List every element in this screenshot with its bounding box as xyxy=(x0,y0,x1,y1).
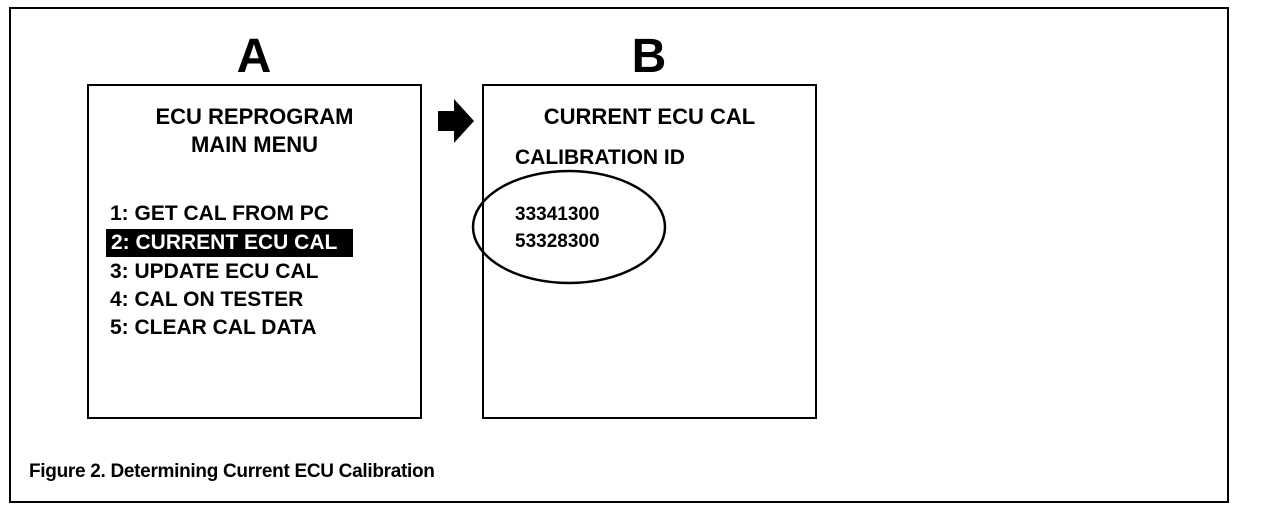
menu-item-current-ecu-cal[interactable]: 2: CURRENT ECU CAL xyxy=(106,229,354,257)
figure-frame xyxy=(9,7,1229,503)
calibration-id-label: CALIBRATION ID xyxy=(515,146,685,169)
panel-b-letter: B xyxy=(631,30,667,83)
right-arrow-icon xyxy=(438,99,474,143)
menu-item-cal-on-tester[interactable]: 4: CAL ON TESTER xyxy=(110,288,304,311)
menu-item-clear-cal-data[interactable]: 5: CLEAR CAL DATA xyxy=(110,316,317,339)
screen-a-main-menu: ECU REPROGRAM MAIN MENU 1: GET CAL FROM … xyxy=(87,84,422,419)
screen-b-title: CURRENT ECU CAL xyxy=(543,104,756,129)
highlight-ellipse xyxy=(471,169,667,285)
screen-a-title-line1: ECU REPROGRAM xyxy=(155,104,354,129)
screen-a-title-line2: MAIN MENU xyxy=(190,132,319,157)
panel-a-letter: A xyxy=(236,30,272,83)
calibration-id-value-2: 53328300 xyxy=(515,231,600,252)
menu-item-update-ecu-cal[interactable]: 3: UPDATE ECU CAL xyxy=(110,260,319,283)
menu-item-get-cal-from-pc[interactable]: 1: GET CAL FROM PC xyxy=(110,202,329,225)
figure-caption: Figure 2. Determining Current ECU Calibr… xyxy=(29,461,435,482)
calibration-id-value-1: 33341300 xyxy=(515,204,600,225)
screen-b-current-ecu-cal: CURRENT ECU CAL CALIBRATION ID 33341300 … xyxy=(482,84,817,419)
